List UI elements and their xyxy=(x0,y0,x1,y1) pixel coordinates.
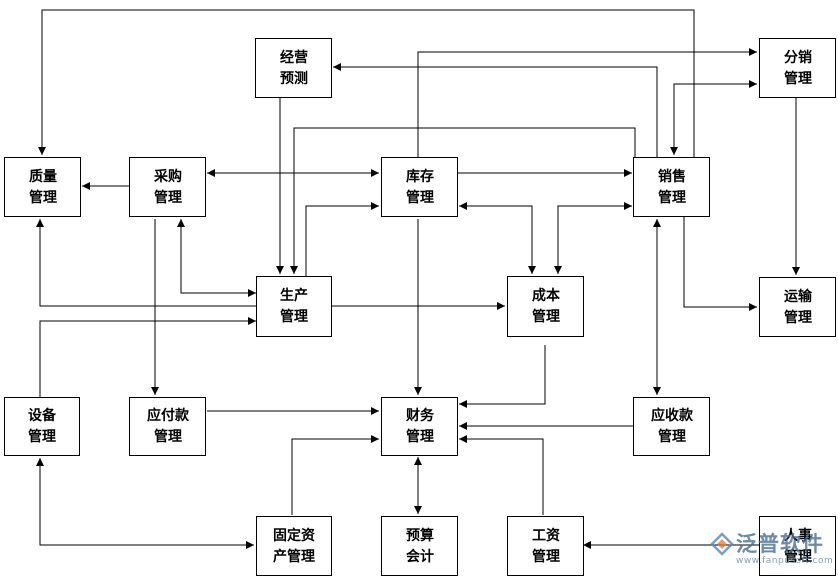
box-label: 应收款 xyxy=(651,407,694,424)
arrow-xiaoshou-chengben xyxy=(554,202,632,274)
arrow-xiaoshou-yunshu xyxy=(683,217,757,311)
box-label: 管理 xyxy=(29,189,57,206)
box-caigou-guanli[interactable] xyxy=(129,157,206,217)
box-label: 管理 xyxy=(658,189,686,206)
box-label: 应付款 xyxy=(147,407,190,424)
box-label: 预测 xyxy=(280,70,308,87)
box-xiaoshou-guanli[interactable] xyxy=(633,157,710,217)
box-label: 采购 xyxy=(153,168,182,185)
box-label: 工资 xyxy=(532,527,560,544)
box-chengben-guanli[interactable] xyxy=(507,276,584,337)
box-label: 管理 xyxy=(406,189,434,206)
box-label: 管理 xyxy=(784,309,812,326)
arrow-shengchan-kucun xyxy=(305,202,379,276)
box-label: 运输 xyxy=(784,288,813,305)
arrow-chengben-caiwu xyxy=(459,345,546,408)
arrow-xiaoshou-shengchan xyxy=(290,127,636,274)
box-gongzi-guanli[interactable] xyxy=(507,516,584,576)
box-caiwu-guanli[interactable] xyxy=(381,397,458,456)
arrow-xiaoshou-jingying xyxy=(333,63,658,157)
box-yingfukuan-guanli[interactable] xyxy=(129,397,206,456)
arrow-gongzi-caiwu xyxy=(459,435,544,515)
box-label: 管理 xyxy=(406,428,434,445)
arrow-guding-caiwu xyxy=(291,435,379,515)
arrow-caigou-shengchan xyxy=(177,219,256,297)
box-label: 管理 xyxy=(784,548,812,565)
arrow-shebei-guding xyxy=(36,458,254,549)
box-label: 会计 xyxy=(406,548,434,565)
watermark-brand: 泛普软件 xyxy=(736,532,824,556)
box-label: 预算 xyxy=(406,527,434,544)
box-label: 管理 xyxy=(532,308,560,325)
arrow-shebei-shengchan xyxy=(39,317,256,397)
box-label: 管理 xyxy=(280,308,308,325)
box-label: 经营 xyxy=(280,49,308,66)
box-zhiliang-guanli[interactable] xyxy=(4,157,81,217)
box-yingshoukuan-guanli[interactable] xyxy=(633,397,710,456)
arrow-shengchan-zhiliang xyxy=(36,219,256,307)
arrow-fenxiao-xiaoshou xyxy=(670,80,757,155)
arrow-kucun-fenxiao xyxy=(417,48,757,157)
fanpu-logo-icon xyxy=(710,532,734,556)
box-label: 财务 xyxy=(405,407,435,424)
box-label: 人事 xyxy=(784,527,812,544)
box-guding-zichan-guanli[interactable] xyxy=(256,516,332,576)
box-label: 管理 xyxy=(658,428,686,445)
box-label: 管理 xyxy=(532,548,560,565)
box-fenxiao-guanli[interactable] xyxy=(759,38,836,98)
box-renshi-guanli[interactable] xyxy=(759,516,836,576)
box-yusuan-kuaiji[interactable] xyxy=(381,516,458,576)
box-label: 生产 xyxy=(280,287,308,304)
box-kucun-guanli[interactable] xyxy=(381,157,458,217)
box-label: 分销 xyxy=(784,49,812,66)
box-shebei-guanli[interactable] xyxy=(4,397,80,456)
box-label: 质量 xyxy=(29,168,57,185)
box-shengchan-guanli[interactable] xyxy=(256,276,332,337)
box-label: 管理 xyxy=(28,428,56,445)
box-label: 固定资 xyxy=(273,527,315,544)
box-label: 产管理 xyxy=(273,548,315,565)
arrow-kucun-chengben xyxy=(459,202,536,274)
box-label: 销售 xyxy=(658,168,686,185)
arrow-xiaoshou-zhiliang xyxy=(38,9,695,157)
box-yunshu-guanli[interactable] xyxy=(759,277,836,337)
box-label: 成本 xyxy=(532,287,561,304)
box-label: 设备 xyxy=(28,407,57,424)
watermark-url: www.fanpusoft.com xyxy=(736,556,834,566)
box-label: 管理 xyxy=(154,189,182,206)
box-label: 管理 xyxy=(784,70,812,87)
watermark: 泛普软件 www.fanpusoft.com xyxy=(706,528,834,574)
box-label: 管理 xyxy=(154,428,182,445)
box-jingying-yuce[interactable] xyxy=(255,38,332,98)
box-label: 库存 xyxy=(406,168,434,185)
